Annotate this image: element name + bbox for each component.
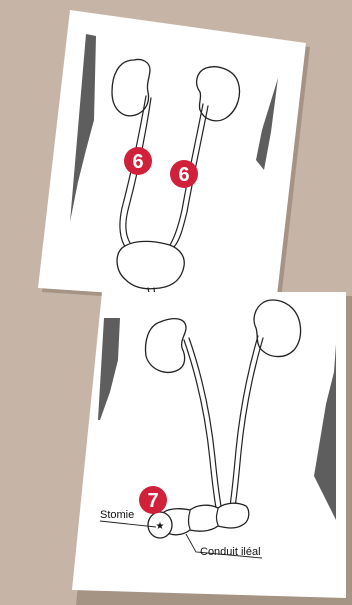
bladder bbox=[117, 241, 184, 288]
badge-7-text: 7 bbox=[147, 490, 158, 512]
bottom-card: ★ 7 Stomie Conduit iléal bbox=[72, 292, 352, 605]
top-card: 6 6 bbox=[38, 10, 310, 308]
badge-6-left: 6 bbox=[124, 147, 152, 175]
badge-6-right-text: 6 bbox=[178, 164, 189, 186]
badge-6-left-text: 6 bbox=[132, 151, 143, 173]
stoma-label: Stomie bbox=[100, 509, 134, 521]
badge-6-right: 6 bbox=[170, 160, 198, 188]
stoma-star-icon: ★ bbox=[156, 521, 165, 532]
conduit-label: Conduit iléal bbox=[200, 546, 261, 558]
badge-7: 7 bbox=[139, 486, 167, 514]
